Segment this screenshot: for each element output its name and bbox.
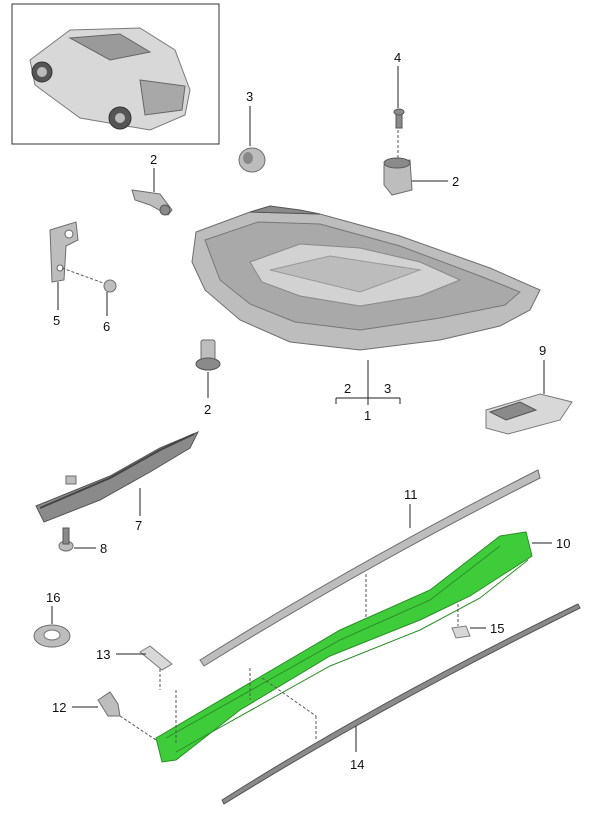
part-13-pad <box>139 645 173 671</box>
part-11-seal-top <box>199 469 541 667</box>
part-15-clip <box>451 625 471 639</box>
part-8-screw <box>58 527 74 552</box>
callout-13: 13 <box>96 647 110 662</box>
callout-3-sub: 3 <box>384 381 391 396</box>
car-thumbnail <box>11 3 220 145</box>
callout-6: 6 <box>103 319 110 334</box>
part-16-grommet <box>33 624 71 648</box>
callout-9: 9 <box>539 343 546 358</box>
part-3-bushing <box>238 147 266 173</box>
callout-12: 12 <box>52 700 66 715</box>
part-10-carrier-highlighted <box>155 531 533 763</box>
callout-2-middle: 2 <box>204 402 211 417</box>
part-2-socket-right <box>383 157 413 196</box>
part-12-clip <box>97 691 121 717</box>
part-6-screw <box>103 279 117 293</box>
callout-2-left: 2 <box>150 152 157 167</box>
callout-5: 5 <box>53 313 60 328</box>
callout-14: 14 <box>350 757 364 772</box>
part-14-seal-bottom <box>221 603 581 805</box>
callout-11: 11 <box>404 487 418 502</box>
part-4-screw <box>393 108 405 129</box>
callout-8: 8 <box>100 541 107 556</box>
part-1-tail-light <box>191 205 541 351</box>
part-7-brake-light <box>35 431 200 523</box>
callout-1: 1 <box>364 408 371 423</box>
callout-2-right: 2 <box>452 174 459 189</box>
part-2-stud <box>195 339 221 371</box>
callout-2-sub: 2 <box>344 381 351 396</box>
part-5-bracket <box>49 221 79 283</box>
callout-4: 4 <box>394 50 401 65</box>
callout-16: 16 <box>46 590 60 605</box>
callout-3: 3 <box>246 89 253 104</box>
callout-15: 15 <box>490 621 504 636</box>
callout-7: 7 <box>135 518 142 533</box>
part-9-lamp <box>485 393 573 435</box>
part-2-holder-left <box>131 189 173 216</box>
callout-10: 10 <box>556 536 570 551</box>
